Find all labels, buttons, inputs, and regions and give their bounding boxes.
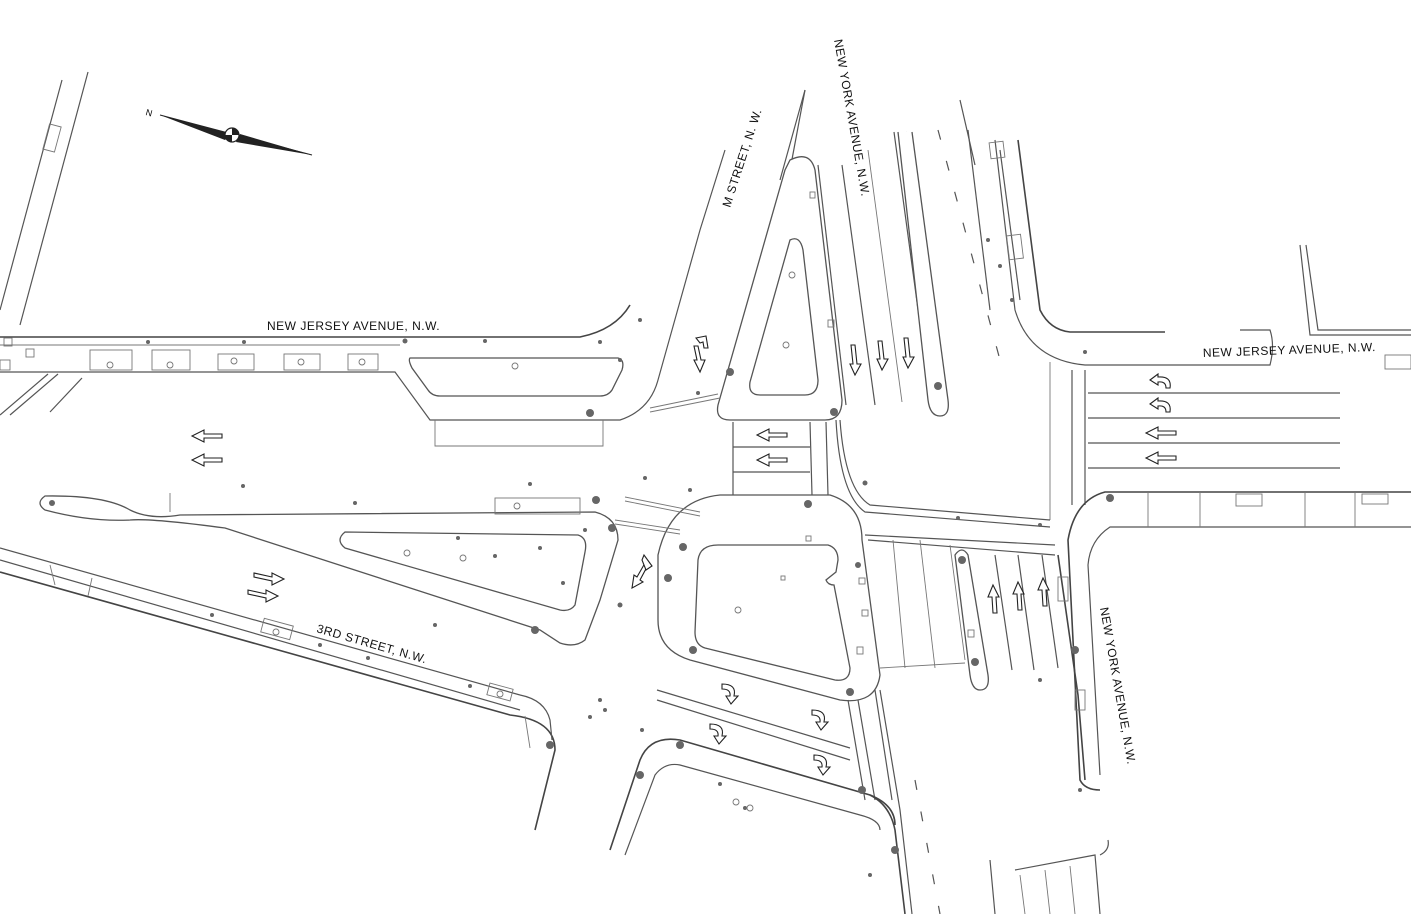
label-ny-ave-north: NEW YORK AVENUE, N.W.	[831, 38, 872, 197]
label-ny-ave-south: NEW YORK AVENUE, N.W.	[1097, 606, 1138, 765]
label-m-street: M STREET, N. W.	[720, 107, 765, 209]
north-arrow-icon: N	[145, 107, 313, 156]
street-fixture-dots	[49, 191, 1114, 877]
label-nj-ave-east: NEW JERSEY AVENUE, N.W.	[1203, 340, 1376, 360]
lane-arrows	[190, 335, 1177, 776]
north-arrow-label: N	[145, 107, 154, 118]
label-nj-ave-west: NEW JERSEY AVENUE, N.W.	[267, 319, 440, 333]
road-curb-lines	[0, 71, 1411, 914]
label-third-street: 3RD STREET, N.W.	[315, 621, 428, 666]
